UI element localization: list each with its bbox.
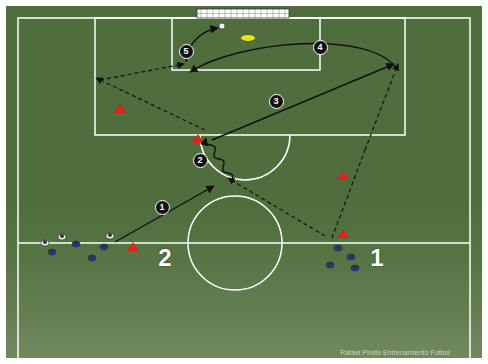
watermark: Rafael Pinilla Entrenamiento Futbol: [340, 349, 450, 356]
photo-fade: [6, 200, 482, 358]
group-number: 2: [158, 244, 171, 272]
callout-text: 4: [317, 43, 322, 52]
callout-text: 5: [183, 47, 188, 56]
goal-net: [197, 9, 289, 18]
player-icon: [41, 240, 49, 246]
callout-number: 2: [193, 153, 208, 168]
callout-number: 3: [269, 94, 284, 109]
passes: [115, 28, 396, 242]
players: [41, 233, 359, 271]
callout-text: 1: [159, 203, 164, 212]
runs: [96, 64, 398, 238]
player-icon: [351, 265, 359, 271]
player-icon: [48, 249, 56, 255]
callout-text: 3: [273, 97, 278, 106]
player-icon: [88, 255, 96, 261]
callout-number: 1: [155, 200, 170, 215]
cones: [114, 104, 349, 251]
callout-text: 2: [197, 156, 202, 165]
player-icon: [347, 254, 355, 260]
pitch-lines: [18, 18, 470, 363]
player-icon: [326, 262, 334, 268]
ball: [219, 23, 225, 29]
target-marker: [241, 35, 255, 41]
player-icon: [58, 234, 66, 240]
goal-mesh: [197, 9, 289, 18]
group-number: 1: [370, 244, 383, 272]
player-icon: [100, 244, 108, 250]
player-icon: [106, 233, 114, 239]
player-icon: [72, 241, 80, 247]
callout-number: 5: [179, 44, 194, 59]
player-icon: [334, 245, 342, 251]
pitch-ground: [6, 6, 482, 358]
callout-number: 4: [313, 40, 328, 55]
